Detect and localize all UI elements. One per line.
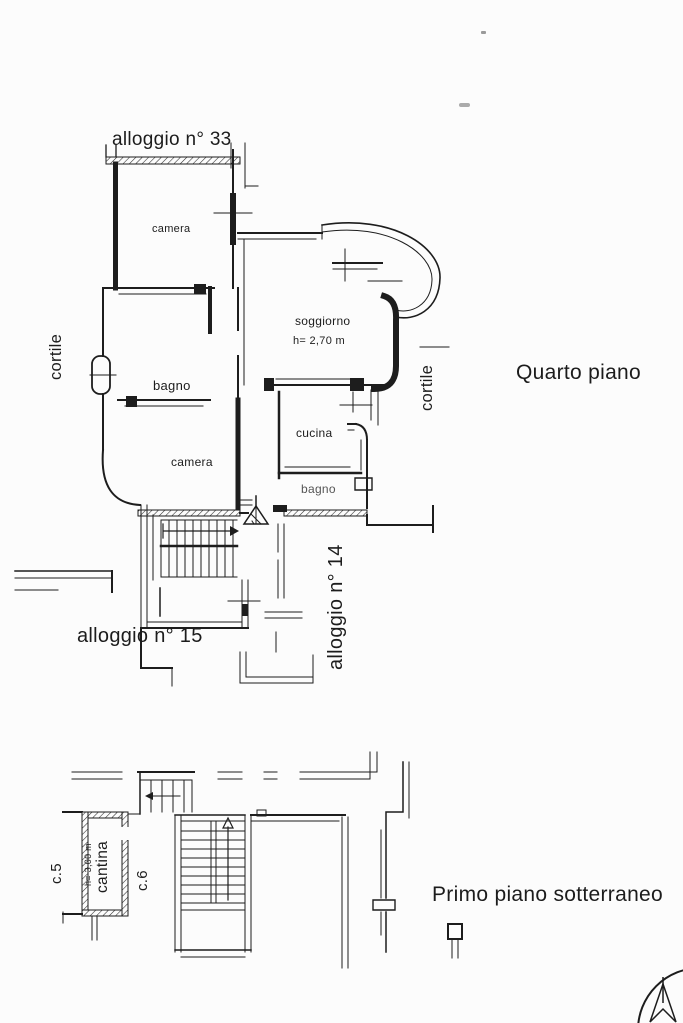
cantina-height-label: h= 3,00 m (83, 843, 93, 886)
stair-arrow-right (230, 526, 239, 536)
courtyard-right-label: cortile (418, 364, 436, 411)
courtyard-left-label: cortile (47, 333, 65, 380)
apartment-33-label: alloggio n° 33 (112, 129, 232, 150)
stairs-basement-main (174, 814, 252, 958)
room-label-bagno-right: bagno (301, 482, 336, 496)
stair-arrow-up (222, 816, 234, 829)
stairs-basement-upper (137, 771, 195, 815)
north-compass-icon (637, 969, 683, 1023)
scan-specks (459, 31, 486, 107)
room-label-cucina: cucina (296, 426, 333, 440)
cantina-label: cantina (94, 840, 111, 893)
room-label-camera-top: camera (152, 223, 191, 235)
room-label-bagno-left: bagno (153, 378, 191, 393)
entrance-door-swing-icon (237, 495, 270, 525)
apartment-15-label: alloggio n° 15 (77, 625, 203, 647)
room-label-soggiorno: soggiorno (295, 314, 351, 328)
basement-plan (62, 751, 463, 969)
fourth-floor-plan (14, 142, 450, 687)
shaft-square (447, 923, 463, 940)
cantina-room (62, 811, 141, 941)
party-wall-bottom-right (283, 509, 368, 517)
apartment-14-label: alloggio n° 14 (325, 544, 347, 670)
basement-title: Primo piano sotterraneo (432, 883, 664, 906)
stairs-fourth-floor (140, 504, 239, 629)
cellar-6-label: c.6 (134, 870, 151, 891)
fourth-floor-title: Quarto piano (516, 361, 642, 384)
room-height-soggiorno: h= 2,70 m (293, 335, 345, 347)
cellar-5-label: c.5 (48, 863, 65, 884)
party-wall-top (105, 156, 241, 165)
bay-window-curve (321, 222, 441, 319)
room-label-camera-bottom: camera (171, 455, 213, 469)
